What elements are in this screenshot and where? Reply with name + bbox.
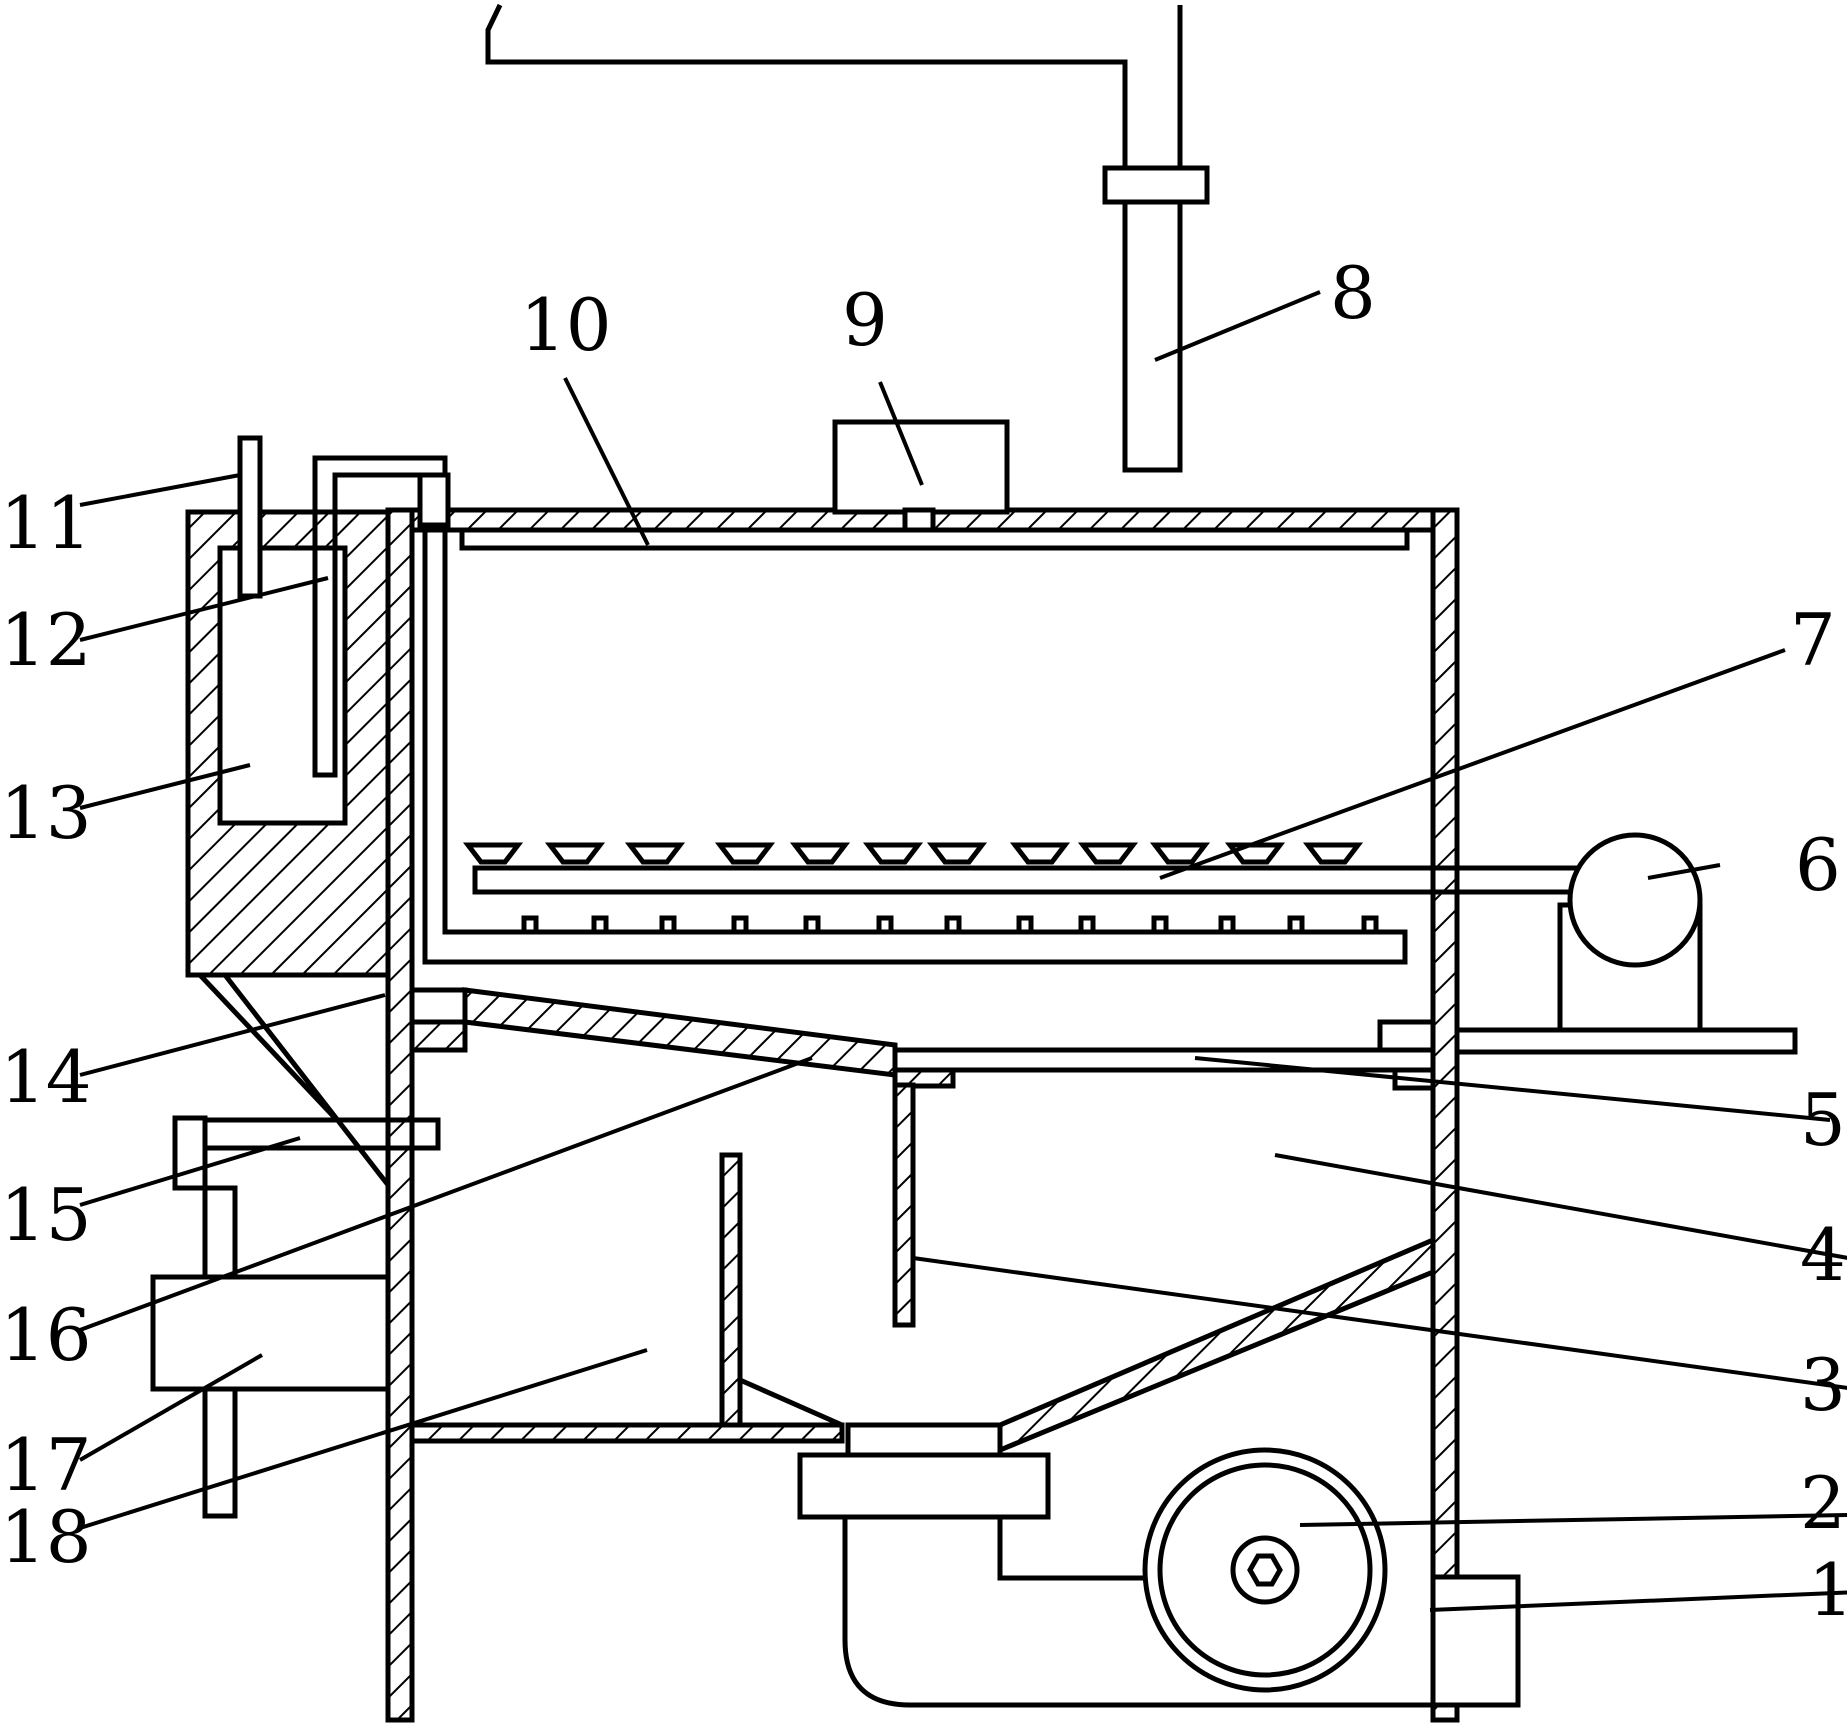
nozzle [944, 915, 962, 935]
part-labels: 1 2 3 4 5 6 7 8 9 10 11 12 13 14 15 16 1… [0, 251, 1847, 1632]
outlet-assembly [150, 1115, 441, 1519]
label-8: 8 [1330, 251, 1376, 335]
label-7: 7 [1790, 598, 1836, 682]
spray-plate [459, 527, 1410, 551]
nozzle [803, 915, 821, 935]
label-12: 12 [0, 598, 92, 682]
return-pipe [312, 455, 1408, 965]
cup [862, 842, 924, 865]
nozzle [1287, 915, 1305, 935]
standing-baffle [719, 1152, 743, 1428]
nozzle [1218, 915, 1236, 935]
nozzle [659, 915, 677, 935]
label-11: 11 [0, 481, 92, 565]
label-3: 3 [1800, 1343, 1846, 1427]
nozzle [521, 915, 539, 935]
cup [1009, 842, 1071, 865]
pump-slope-plate [997, 1236, 1436, 1454]
label-5: 5 [1800, 1078, 1846, 1162]
cup [789, 842, 851, 865]
label-6: 6 [1795, 823, 1841, 907]
label-2: 2 [1800, 1461, 1846, 1545]
sloped-plate [409, 987, 898, 1078]
nozzle [591, 915, 609, 935]
label-13: 13 [0, 771, 92, 855]
inlet-pipe [485, 3, 1210, 473]
cup [926, 842, 988, 865]
cup-row [462, 842, 1364, 865]
left-tank [185, 509, 391, 1187]
label-14: 14 [0, 1035, 92, 1119]
side-motor [1454, 832, 1798, 1055]
label-9: 9 [842, 278, 888, 362]
hanging-baffle [892, 1082, 916, 1328]
nozzle [1078, 915, 1096, 935]
label-4: 4 [1800, 1213, 1846, 1297]
nozzle [876, 915, 894, 935]
cup [1302, 842, 1364, 865]
center-wall [385, 507, 415, 1723]
cup [544, 842, 606, 865]
label-10: 10 [520, 283, 612, 367]
cup [1224, 842, 1286, 865]
nozzle [1361, 915, 1379, 935]
pump-assembly [797, 1422, 1521, 1708]
cup [462, 842, 524, 865]
leader-lines [79, 290, 1847, 1612]
label-18: 18 [0, 1495, 92, 1579]
nozzle-row [521, 915, 1379, 935]
filter-plate [892, 1019, 1436, 1091]
vent-pipe [237, 435, 263, 599]
nozzle [1016, 915, 1034, 935]
label-17: 17 [0, 1423, 92, 1507]
nozzle [731, 915, 749, 935]
rotating-shaft [472, 865, 1663, 895]
cup [1077, 842, 1139, 865]
label-16: 16 [0, 1293, 92, 1377]
cup [624, 842, 686, 865]
label-15: 15 [0, 1173, 92, 1257]
cup [1149, 842, 1211, 865]
label-1: 1 [1808, 1548, 1847, 1632]
top-motor-box [832, 419, 1010, 539]
bottom-floor [409, 1422, 845, 1444]
right-wall [1430, 507, 1460, 1723]
nozzle [1151, 915, 1169, 935]
cup [714, 842, 776, 865]
